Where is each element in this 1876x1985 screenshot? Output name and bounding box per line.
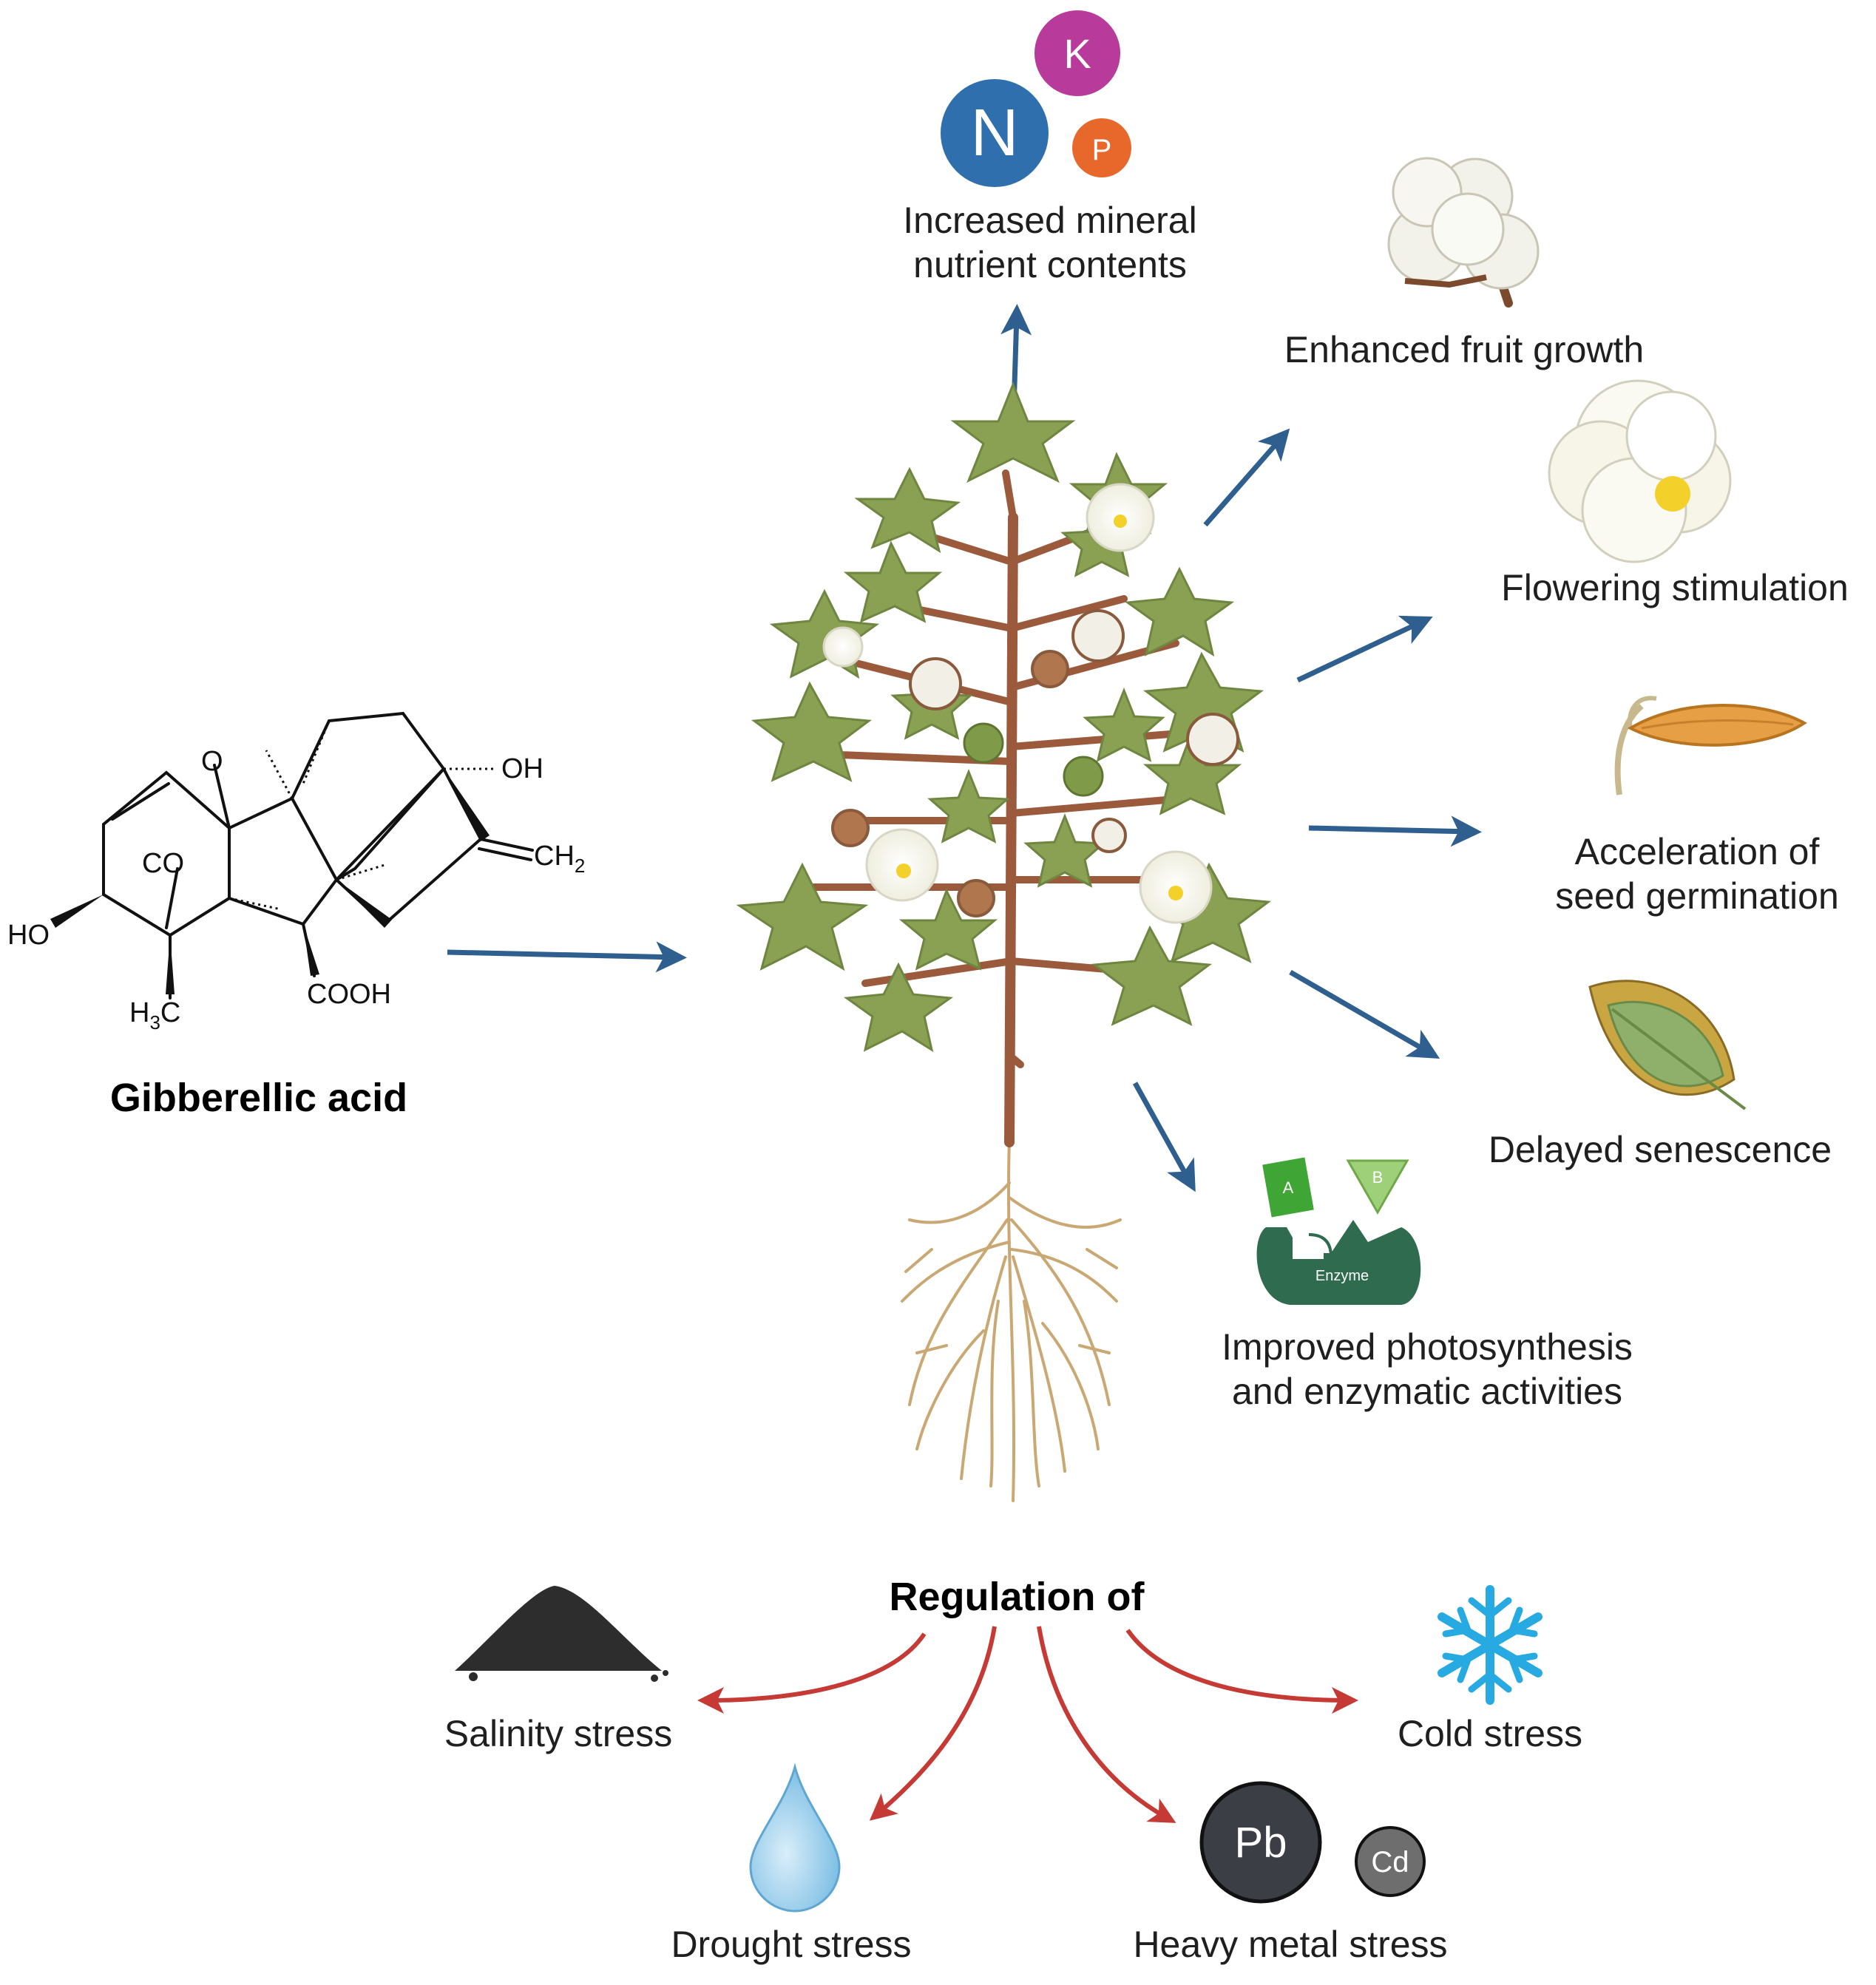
arrow-to-cold — [1125, 1629, 1358, 1714]
flowering-label: Flowering stimulation — [1501, 567, 1849, 608]
nutrient-n: N — [941, 79, 1049, 187]
flowers — [822, 483, 1213, 924]
senescence-label: Delayed senescence — [1488, 1129, 1832, 1170]
svg-text:K: K — [1063, 30, 1091, 77]
cotton-bolls — [831, 609, 1239, 917]
svg-text:Enzyme: Enzyme — [1315, 1268, 1369, 1284]
atom-h3c: H3C — [129, 997, 180, 1034]
cd-icon: Cd — [1355, 1826, 1426, 1897]
water-drop-icon — [749, 1762, 841, 1913]
cotton-boll-icon — [1387, 157, 1540, 308]
svg-text:A: A — [1283, 1178, 1294, 1197]
seed-icon — [1614, 696, 1807, 795]
arrow-acid-to-plant — [447, 941, 687, 973]
salinity-label: Salinity stress — [444, 1713, 673, 1754]
nutrient-k: K — [1034, 10, 1120, 96]
cotton-plant — [736, 381, 1272, 1502]
regulation-connectors — [963, 1453, 1097, 1612]
heavy-metal-label: Heavy metal stress — [1133, 1924, 1448, 1965]
arrow-to-fruit — [1203, 428, 1290, 527]
soil-icon — [455, 1586, 668, 1682]
compound-name: Gibberellic acid — [109, 1076, 408, 1120]
green-bolls — [963, 722, 1104, 797]
nutrient-p: P — [1072, 118, 1131, 177]
photosynthesis-label: Improved photosynthesis and enzymatic ac… — [1191, 1325, 1664, 1414]
atom-ho: HO — [7, 920, 50, 951]
atom-co: CO — [142, 848, 184, 879]
regulation-title: Regulation of — [889, 1575, 1145, 1619]
drought-label: Drought stress — [671, 1924, 912, 1965]
seed-label: Acceleration of seed germination — [1523, 829, 1871, 918]
hash-bonds — [228, 720, 494, 911]
arrow-to-drought — [869, 1626, 997, 1821]
snowflake-icon — [1438, 1585, 1543, 1705]
cold-label: Cold stress — [1397, 1713, 1583, 1754]
atom-oh: OH — [501, 753, 544, 784]
roots — [901, 1137, 1122, 1502]
nutrients-label: Increased mineral nutrient contents — [858, 198, 1242, 287]
nutrients-label-line2: nutrient contents — [913, 244, 1187, 285]
seed-label-line2: seed germination — [1555, 875, 1839, 917]
atom-cooh: COOH — [307, 979, 391, 1010]
pb-icon: Pb — [1199, 1781, 1322, 1904]
arrow-to-salinity — [697, 1632, 927, 1714]
svg-text:Pb: Pb — [1235, 1819, 1287, 1867]
nutrients-label-line1: Increased mineral — [903, 200, 1197, 241]
stress-arrows — [697, 1626, 1358, 1823]
photosynthesis-label-line2: and enzymatic activities — [1231, 1371, 1622, 1412]
arrow-to-enzyme — [1132, 1082, 1196, 1192]
arrow-to-seed — [1308, 815, 1482, 847]
atom-o-bridge: O — [201, 746, 223, 777]
svg-text:P: P — [1092, 134, 1112, 166]
arrow-to-heavy-metal — [1037, 1626, 1176, 1823]
svg-text:B: B — [1372, 1168, 1384, 1187]
enzyme-icon: A B Enzyme — [1256, 1157, 1421, 1305]
fruit-label: Enhanced fruit growth — [1284, 329, 1645, 370]
photosynthesis-label-line1: Improved photosynthesis — [1222, 1326, 1633, 1368]
effect-arrows — [447, 304, 1482, 1192]
flower-icon — [1548, 379, 1732, 563]
senescent-leaf-icon — [1588, 980, 1747, 1110]
atom-ch2: CH2 — [534, 841, 585, 877]
svg-text:Cd: Cd — [1371, 1846, 1409, 1879]
stereo-bonds — [50, 769, 490, 994]
seed-label-line1: Acceleration of — [1574, 831, 1820, 872]
svg-text:N: N — [971, 96, 1019, 170]
leaves — [736, 381, 1272, 1053]
arrow-to-flowering — [1296, 615, 1433, 683]
arrow-to-senescence — [1289, 969, 1440, 1059]
